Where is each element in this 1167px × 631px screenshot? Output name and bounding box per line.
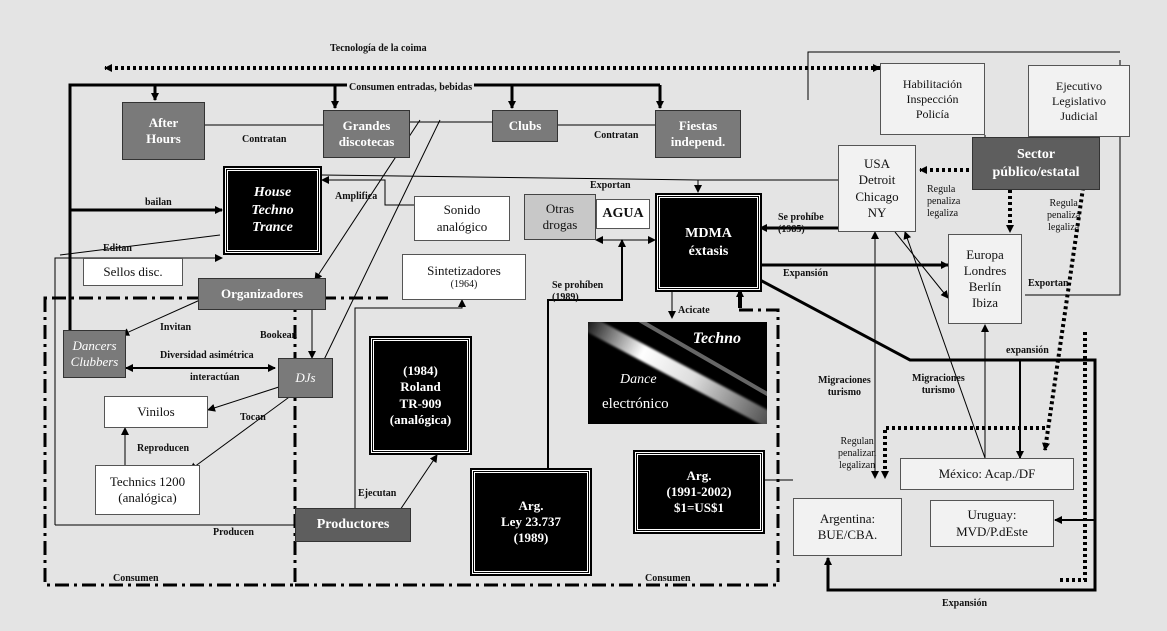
otras-drogas-box: Otras drogas [524,194,596,240]
arg-ley-box: Arg. Ley 23.737 (1989) [470,468,592,576]
label-bailan: bailan [145,197,172,208]
label-migraciones-2: Migraciones turismo [912,373,965,396]
label-expansion-2: expansión [1006,345,1049,356]
image-word-electronico: electrónico [602,396,669,412]
clubs-box: Clubs [492,110,558,142]
label-exportan-top: Exportan [590,180,631,191]
image-word-techno: Techno [692,330,741,347]
house-techno-trance-box: House Techno Trance [223,166,322,255]
sector-publico-box: Sector público/estatal [972,137,1100,190]
label-migraciones-1: Migraciones turismo [818,375,871,398]
vinilos-box: Vinilos [104,396,208,428]
label-acicate: Acicate [678,305,710,316]
roland-box: (1984) Roland TR-909 (analógica) [369,336,472,455]
label-bookean: Bookean [260,330,298,341]
label-reproducen: Reproducen [137,443,190,454]
label-se-prohibe: Se prohíbe (1985) [778,212,824,235]
label-ejecutan: Ejecutan [358,488,397,499]
dancers-clubbers-box: Dancers Clubbers [63,330,126,378]
sonido-analogico-box: Sonido analógico [414,196,510,241]
label-tecnologia-coima: Tecnología de la coima [330,43,427,54]
label-expansion-1: Expansión [783,268,829,279]
consumen-region-1 [43,296,297,587]
fiestas-independ-box: Fiestas independ. [655,110,741,158]
sellos-disc-box: Sellos disc. [83,258,183,286]
organizadores-box: Organizadores [198,278,326,310]
arg-convertibilidad-box: Arg. (1991-2002) $1=US$1 [633,450,765,534]
sintetizadores-label: Sintetizadores [427,262,501,278]
label-tocan: Tocan [240,412,266,423]
after-hours-box: After Hours [122,102,205,160]
productores-box: Productores [295,508,411,542]
label-interactuan: interactúan [190,372,240,383]
mexico-box: México: Acap./DF [900,458,1074,490]
label-consumen-2: Consumen [645,573,691,584]
label-consumen-1: Consumen [113,573,159,584]
djs-box: DJs [278,358,333,398]
label-regulan: Regulan penalizan legalizan [838,436,877,471]
europa-box: Europa Londres Berlín Ibiza [948,234,1022,324]
label-contratan-1: Contratan [242,134,287,145]
label-amplifica: Amplifica [335,191,378,202]
argentina-box: Argentina: BUE/CBA. [793,498,902,556]
label-editan: Editan [103,243,132,254]
sintetizadores-box: Sintetizadores (1964) [402,254,526,300]
label-regula-penaliza-1: Regula penaliza legaliza [927,184,961,219]
light-streak-2 [610,322,767,406]
mdma-extasis-box: MDMA éxtasis [655,193,762,292]
label-producen: Producen [213,527,254,538]
label-regula-penaliza-2: Regula penaliza legaliza [1047,198,1081,233]
label-diversidad: Diversidad asimétrica [160,350,254,361]
label-invitan: Invitan [160,322,192,333]
habilitacion-box: Habilitación Inspección Policía [880,63,985,135]
image-word-dance: Dance [620,372,657,387]
techno-dance-image: Techno Dance electrónico [588,322,767,424]
label-se-prohiben: Se prohíben (1989) [552,280,604,303]
technics-box: Technics 1200 (analógica) [95,465,200,515]
grandes-discotecas-box: Grandes discotecas [323,110,410,158]
sintetizadores-year: (1964) [450,278,478,290]
ejecutivo-box: Ejecutivo Legislativo Judicial [1028,65,1130,137]
label-contratan-2: Contratan [594,130,639,141]
usa-box: USA Detroit Chicago NY [838,145,916,232]
label-exportan-right: Exportan [1028,278,1069,289]
agua-box: AGUA [596,199,650,229]
label-expansion-3: Expansión [942,598,988,609]
uruguay-box: Uruguay: MVD/P.dEste [930,500,1054,547]
label-consumen-entradas: Consumen entradas, bebidas [347,82,475,94]
